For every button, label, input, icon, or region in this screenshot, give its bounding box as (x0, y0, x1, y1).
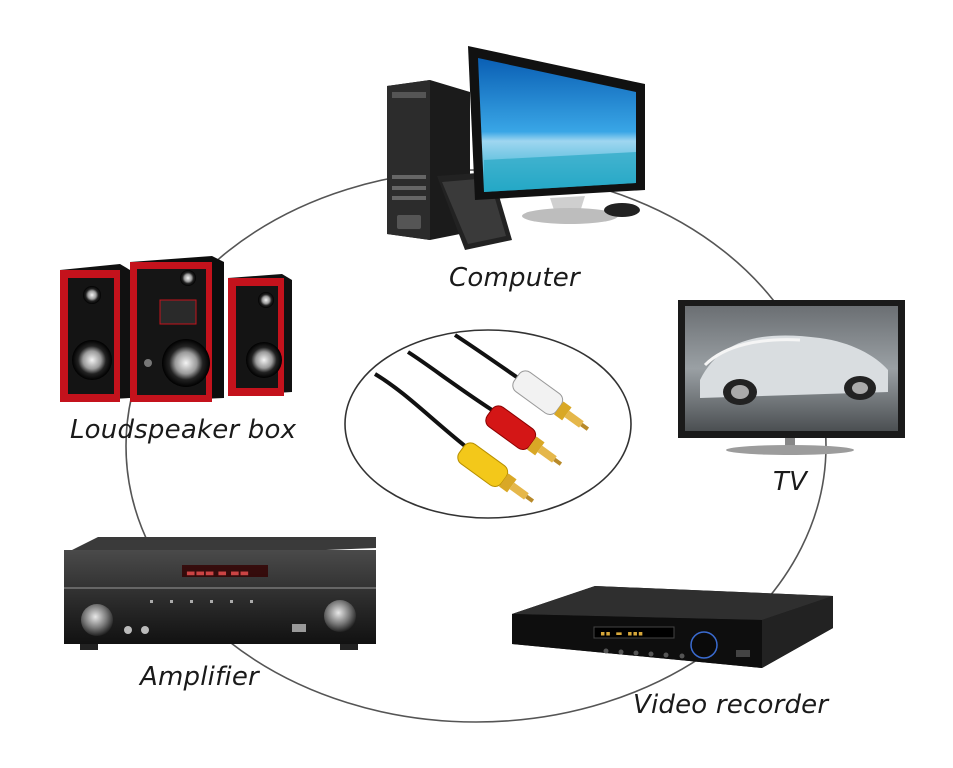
tv-icon (678, 300, 905, 455)
rca-cable-icon (345, 330, 631, 518)
video-recorder-icon: ▪▪ ▬ ▪▪▪ (512, 586, 833, 668)
video-recorder-label: Video recorder (633, 690, 828, 720)
computer-icon (387, 46, 645, 250)
computer-label: Computer (449, 263, 580, 293)
speaker-icon (60, 256, 292, 402)
loudspeaker-label: Loudspeaker box (70, 415, 296, 445)
tv-label: TV (773, 467, 807, 497)
amplifier-icon: ▬▬▬ ▬ ▬▬ (64, 537, 376, 650)
svg-text:▪▪ ▬ ▪▪▪: ▪▪ ▬ ▪▪▪ (600, 629, 643, 639)
svg-text:▬▬▬ ▬ ▬▬: ▬▬▬ ▬ ▬▬ (186, 568, 249, 579)
amplifier-label: Amplifier (140, 662, 259, 692)
